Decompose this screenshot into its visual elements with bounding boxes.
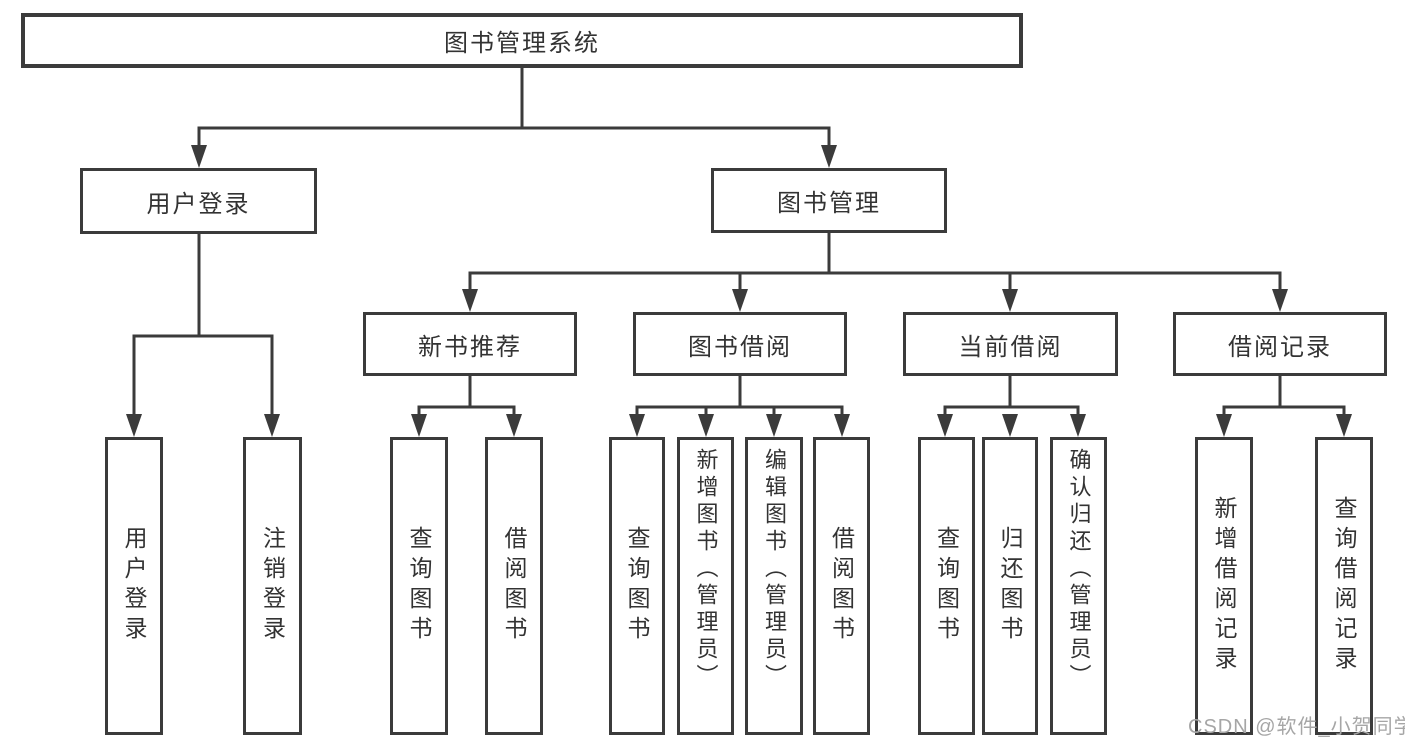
node-label: 图书借阅 — [688, 333, 792, 361]
leaf-label: 新增借阅记录 — [1211, 496, 1237, 676]
connector-book-management-children — [462, 231, 1288, 312]
leaf-label: 确认归还（管理员） — [1066, 448, 1092, 691]
node-new-book-recommend: 新书推荐 — [363, 312, 577, 376]
node-current-borrow: 当前借阅 — [903, 312, 1118, 376]
leaf-label: 用户登录 — [121, 526, 147, 646]
leaf-label: 查询借阅记录 — [1331, 496, 1357, 676]
node-label: 图书管理系统 — [444, 30, 600, 57]
leaf-add-borrow-record: 新增借阅记录 — [1195, 437, 1253, 735]
leaf-query-books-borrow: 查询图书 — [609, 437, 665, 735]
leaf-user-login: 用户登录 — [105, 437, 163, 735]
leaf-label: 归还图书 — [997, 526, 1023, 646]
leaf-query-borrow-record: 查询借阅记录 — [1315, 437, 1373, 735]
node-label: 借阅记录 — [1228, 333, 1332, 361]
node-borrow-records: 借阅记录 — [1173, 312, 1387, 376]
leaf-add-book-admin: 新增图书（管理员） — [677, 437, 734, 735]
connector-root-to-level2 — [191, 66, 837, 168]
leaf-query-books-recommend: 查询图书 — [390, 437, 448, 735]
leaf-borrow-books-recommend: 借阅图书 — [485, 437, 543, 735]
connector-user-login-children — [126, 232, 280, 437]
node-label: 用户登录 — [146, 190, 251, 218]
leaf-logout: 注销登录 — [243, 437, 302, 735]
connector-book-borrow-children — [629, 374, 850, 437]
connector-current-borrow-children — [937, 374, 1086, 437]
connector-borrow-records-children — [1216, 374, 1352, 437]
leaf-label: 编辑图书（管理员） — [762, 448, 787, 691]
leaf-label: 查询图书 — [624, 526, 650, 646]
leaf-label: 借阅图书 — [501, 526, 527, 646]
leaf-label: 注销登录 — [259, 526, 286, 646]
node-book-management: 图书管理 — [711, 168, 947, 233]
leaf-borrow-books-borrow: 借阅图书 — [813, 437, 870, 735]
leaf-label: 借阅图书 — [828, 526, 855, 646]
leaf-query-books-current: 查询图书 — [918, 437, 975, 735]
leaf-return-book: 归还图书 — [982, 437, 1038, 735]
leaf-label: 查询图书 — [933, 526, 960, 646]
leaf-label: 新增图书（管理员） — [693, 448, 719, 691]
leaf-edit-book-admin: 编辑图书（管理员） — [745, 437, 803, 735]
csdn-watermark: CSDN @软件_小贺同学 — [1188, 716, 1405, 738]
leaf-label: 查询图书 — [406, 526, 432, 646]
node-label: 图书管理 — [777, 190, 881, 217]
node-library-management-system: 图书管理系统 — [21, 13, 1023, 68]
node-book-borrow: 图书借阅 — [633, 312, 847, 376]
node-user-login: 用户登录 — [80, 168, 317, 234]
connector-new-book-recommend-children — [411, 374, 522, 437]
node-label: 新书推荐 — [418, 333, 522, 361]
leaf-confirm-return-admin: 确认归还（管理员） — [1050, 437, 1107, 735]
node-label: 当前借阅 — [958, 333, 1063, 361]
